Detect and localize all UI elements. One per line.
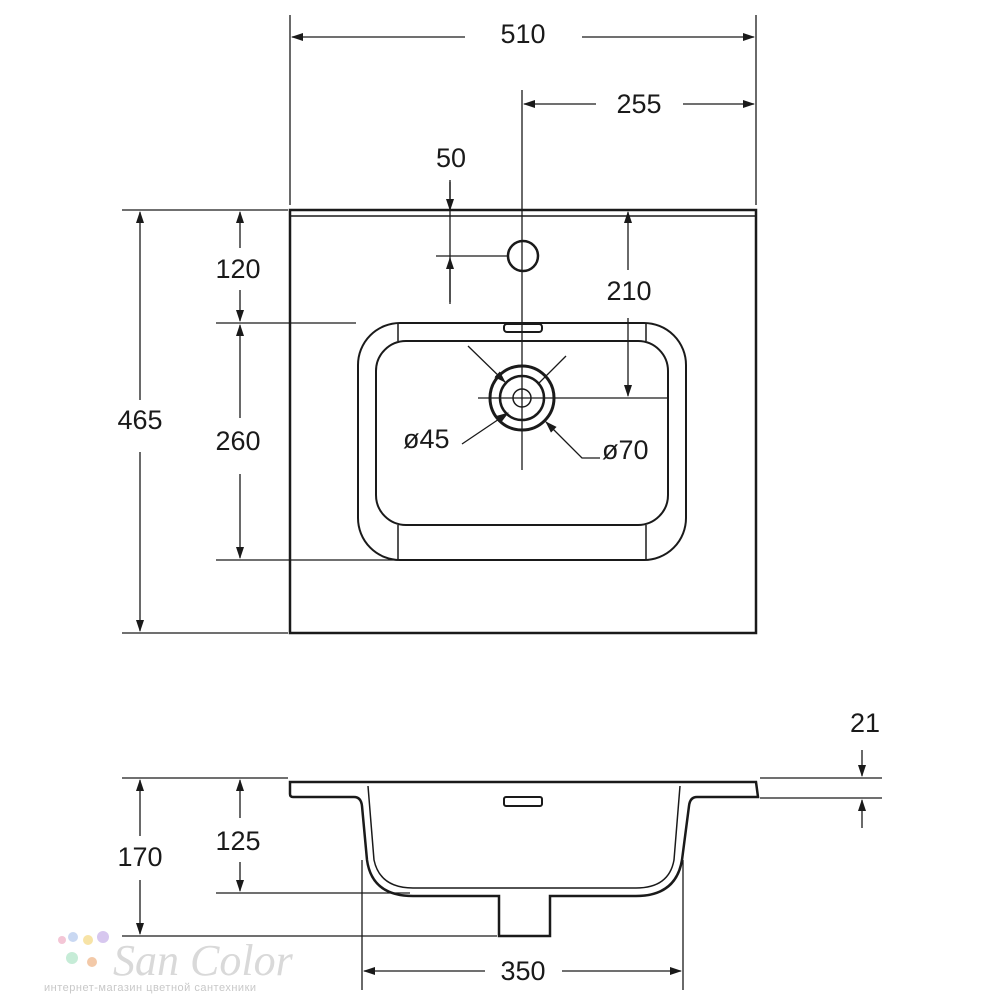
- side-overflow-slot: [503, 796, 543, 807]
- leader-diameter-outer: [545, 421, 600, 459]
- basin-outline: [288, 208, 758, 635]
- dim-label-tap-to-bowl: 120: [215, 254, 260, 284]
- side-profile: [288, 780, 760, 938]
- dim-label-tap-offset: 50: [436, 143, 466, 173]
- logo-dot: [87, 957, 97, 967]
- logo-dot: [58, 936, 66, 944]
- dim-label-bowl-depth: 125: [215, 826, 260, 856]
- watermark-logo: San Color интернет-магазин цветной санте…: [44, 931, 294, 994]
- dim-label-half-width: 255: [616, 89, 661, 119]
- overflow-slot: [503, 323, 543, 333]
- side-inner-profile: [367, 785, 681, 889]
- tap-hole: [506, 239, 540, 273]
- dim-label-drain-outer: ø70: [602, 435, 649, 465]
- top-view-dimensions: [122, 15, 757, 634]
- logo-dot: [66, 952, 78, 964]
- dim-label-bowl-length: 260: [215, 426, 260, 456]
- dim-label-rim-thickness: 21: [850, 708, 880, 738]
- leader-diameter-inner: [461, 412, 509, 445]
- dim-label-total-height: 170: [117, 842, 162, 872]
- leader-diameter-inner-out: [467, 345, 506, 383]
- dim-label-depth: 465: [117, 405, 162, 435]
- dim-label-drain-inner: ø45: [403, 424, 450, 454]
- dim-label-width: 510: [500, 19, 545, 49]
- leader-diameter-inner: [537, 355, 567, 385]
- top-view: [288, 90, 758, 635]
- dim-label-tap-to-drain: 210: [606, 276, 651, 306]
- watermark-brand: San Color: [113, 936, 294, 985]
- logo-dot: [83, 935, 93, 945]
- side-view-labels: 21 170 125 350: [117, 708, 880, 986]
- top-view-labels: 510 255 50 465 120 260 210 ø45 ø70: [117, 19, 661, 465]
- watermark-tagline: интернет-магазин цветной сантехники: [44, 982, 257, 994]
- dim-label-bowl-width: 350: [500, 956, 545, 986]
- logo-dot: [68, 932, 78, 942]
- side-view-dimensions: [122, 750, 882, 990]
- side-view: [288, 780, 760, 938]
- logo-dot: [97, 931, 109, 943]
